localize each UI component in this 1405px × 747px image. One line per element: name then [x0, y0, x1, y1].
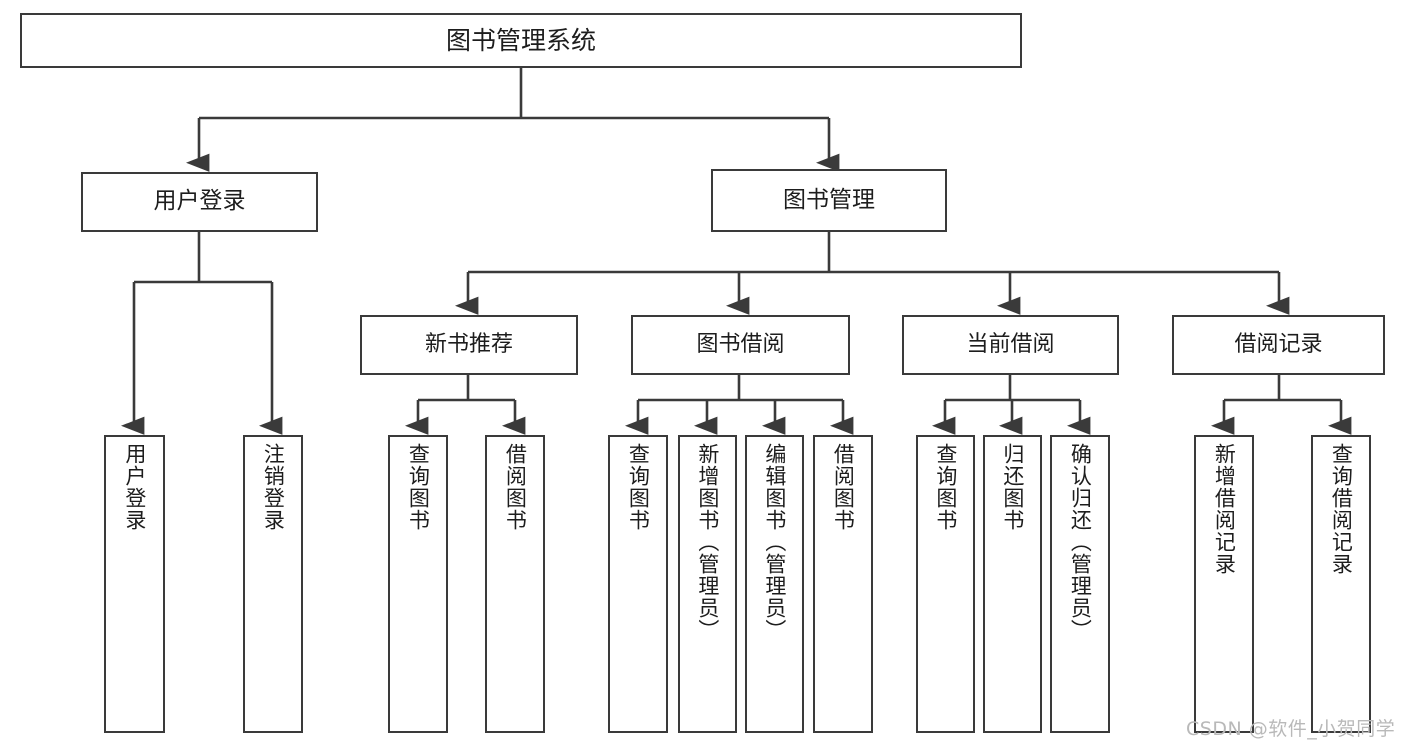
node-label: 图书管理系统 — [445, 25, 596, 55]
node-label: 借阅图书 — [831, 443, 856, 531]
node-book-borrow[interactable]: 图书借阅 — [631, 315, 850, 375]
node-label: 图书借阅 — [696, 332, 785, 358]
node-label: 新增借阅记录 — [1212, 443, 1237, 575]
node-current-borrow[interactable]: 当前借阅 — [902, 315, 1119, 375]
node-label: 用户登录 — [122, 443, 147, 531]
node-label: 确认归还（管理员） — [1068, 443, 1093, 641]
node-label: 查询图书 — [933, 443, 958, 531]
leaf-new-book-query[interactable]: 查询图书 — [388, 435, 448, 733]
watermark-text: CSDN @软件_小贺同学 — [1186, 718, 1396, 740]
node-label: 编辑图书（管理员） — [762, 443, 787, 641]
leaf-current-borrow-confirm-admin[interactable]: 确认归还（管理员） — [1050, 435, 1110, 733]
node-label: 归还图书 — [1000, 443, 1025, 531]
leaf-user-login-signin[interactable]: 用户登录 — [104, 435, 165, 733]
leaf-borrow-record-add[interactable]: 新增借阅记录 — [1194, 435, 1254, 733]
node-label: 查询图书 — [626, 443, 651, 531]
node-borrow-record[interactable]: 借阅记录 — [1172, 315, 1385, 375]
leaf-current-borrow-return[interactable]: 归还图书 — [983, 435, 1042, 733]
node-label: 借阅图书 — [503, 443, 528, 531]
node-label: 借阅记录 — [1234, 332, 1323, 358]
node-label: 注销登录 — [261, 443, 286, 531]
leaf-user-login-signout[interactable]: 注销登录 — [243, 435, 303, 733]
node-user-login[interactable]: 用户登录 — [81, 172, 318, 232]
node-label: 查询借阅记录 — [1329, 443, 1354, 575]
node-root-system[interactable]: 图书管理系统 — [20, 13, 1022, 68]
leaf-book-borrow-query[interactable]: 查询图书 — [608, 435, 668, 733]
leaf-borrow-record-query[interactable]: 查询借阅记录 — [1311, 435, 1371, 733]
node-label: 新增图书（管理员） — [695, 443, 720, 641]
node-label: 图书管理 — [783, 186, 875, 213]
node-new-book-recommend[interactable]: 新书推荐 — [360, 315, 578, 375]
leaf-book-borrow-edit-admin[interactable]: 编辑图书（管理员） — [745, 435, 804, 733]
node-label: 用户登录 — [153, 188, 246, 215]
node-label: 查询图书 — [406, 443, 431, 531]
leaf-book-borrow-borrow[interactable]: 借阅图书 — [813, 435, 873, 733]
leaf-book-borrow-add-admin[interactable]: 新增图书（管理员） — [678, 435, 737, 733]
node-label: 新书推荐 — [424, 332, 513, 358]
node-book-management[interactable]: 图书管理 — [711, 169, 947, 232]
leaf-current-borrow-query[interactable]: 查询图书 — [916, 435, 975, 733]
node-label: 当前借阅 — [966, 332, 1055, 358]
leaf-new-book-borrow[interactable]: 借阅图书 — [485, 435, 545, 733]
